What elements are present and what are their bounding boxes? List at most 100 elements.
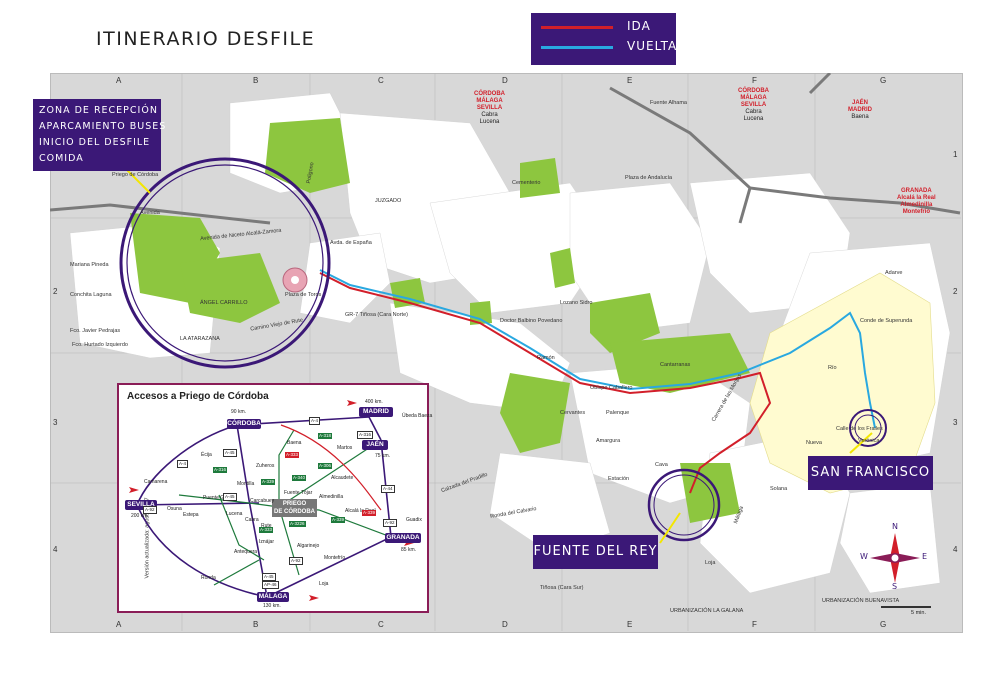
compass-south: S bbox=[892, 582, 898, 591]
fuente-pointer bbox=[659, 512, 681, 544]
inset-city-jaen: JAÉN bbox=[362, 440, 388, 450]
street-label: Amargura bbox=[596, 438, 621, 444]
inset-red-road-label: A-333 bbox=[285, 452, 300, 458]
grid-col-label: F bbox=[752, 76, 757, 85]
legend-vuelta-line bbox=[541, 46, 613, 49]
inset-road-label: A-44 bbox=[381, 485, 395, 493]
access-inset-map: Accesos a Priego de Córdoba Versión actu… bbox=[117, 383, 433, 613]
inset-road-label: AP-46 bbox=[262, 581, 279, 589]
inset-city-sevilla: SEVILLA bbox=[125, 500, 157, 510]
grid-col-label: D bbox=[502, 76, 508, 85]
street-label: Fco. Javier Pedrajas bbox=[70, 328, 121, 334]
inset-town: Alcaudete bbox=[331, 475, 354, 481]
town-map bbox=[50, 73, 961, 631]
inset-distance: 85 km. bbox=[401, 547, 417, 553]
san-francisco-circle bbox=[849, 409, 887, 447]
street-label: Solana bbox=[770, 486, 788, 492]
street-label: Fco. Hurtado Izquierdo bbox=[72, 342, 128, 348]
inset-road-label: A-92 bbox=[143, 506, 157, 514]
walking-scale: 5 min. bbox=[881, 606, 937, 618]
street-label: Río bbox=[828, 365, 837, 371]
street-label: Cantarranas bbox=[660, 362, 691, 368]
inset-town: Guadix bbox=[406, 517, 422, 523]
reception-zone-callout: ZONA DE RECEPCIÓN APARCAMIENTO BUSES INI… bbox=[33, 99, 167, 171]
main-roads bbox=[50, 73, 961, 225]
street-label: Avenida bbox=[140, 210, 160, 216]
inset-town: Antequera bbox=[234, 549, 258, 555]
grid-col-label: F bbox=[752, 620, 757, 629]
street-label: Mariana Pineda bbox=[70, 262, 109, 268]
grid-row-label: 4 bbox=[53, 545, 58, 554]
inset-red-road-label: A-339 bbox=[362, 510, 377, 516]
grid-row-label: 3 bbox=[53, 418, 58, 427]
street-label: Palenque bbox=[606, 410, 630, 416]
destination-label-west: CÓRDOBA MÁLAGA SEVILLA Cabra Lucena bbox=[474, 91, 505, 125]
callout-line: APARCAMIENTO BUSES bbox=[39, 121, 167, 132]
inset-distance: 130 km. bbox=[263, 603, 281, 609]
inset-city-cordoba: CÓRDOBA bbox=[227, 419, 261, 429]
grid-row-label: 4 bbox=[953, 545, 958, 554]
street-label: Avda. de España bbox=[330, 240, 372, 246]
bullring-center bbox=[291, 276, 299, 284]
legend-ida-line bbox=[541, 26, 613, 29]
inset-town: Martos bbox=[337, 445, 353, 451]
street-label: Priego de Córdoba bbox=[112, 172, 159, 178]
inset-town: Alcalá la Real bbox=[345, 508, 376, 514]
scale-bar bbox=[881, 606, 931, 608]
compass-west: W bbox=[860, 552, 868, 561]
grid-col-label: E bbox=[627, 620, 633, 629]
inset-priego-marker: PRIEGO DE CÓRDOBA bbox=[272, 499, 318, 517]
legend-vuelta-label: VUELTA bbox=[627, 39, 678, 53]
street-label: URBANIZACIÓN LA GALANA bbox=[670, 608, 744, 614]
grid-col-label: D bbox=[502, 620, 508, 629]
inset-town: Ronda bbox=[201, 575, 216, 581]
inset-town: Rute bbox=[261, 523, 272, 529]
legend-ida-label: IDA bbox=[627, 19, 651, 33]
inset-town: Algarinejo bbox=[297, 543, 320, 549]
inset-town: Lucena bbox=[226, 511, 243, 517]
street-label: Cervantes bbox=[560, 410, 586, 416]
inset-road-label: A-4 bbox=[309, 417, 321, 425]
street-label: Plaza de Andalucía bbox=[625, 175, 673, 181]
street-label: Nueva bbox=[806, 440, 822, 446]
inset-regional-road-label: A-316 bbox=[213, 467, 228, 473]
grid-col-label: A bbox=[116, 620, 122, 629]
callout-line: ZONA DE RECEPCIÓN bbox=[39, 105, 158, 116]
street-label: Loja bbox=[705, 560, 716, 566]
route-legend: IDA VUELTA bbox=[531, 13, 676, 65]
fuente-del-rey-callout: FUENTE DEL REY bbox=[533, 535, 658, 569]
inset-town: Carcabuey bbox=[250, 498, 275, 504]
inset-title: Accesos a Priego de Córdoba bbox=[127, 391, 269, 402]
inset-regional-road-label: A-339 bbox=[261, 479, 276, 485]
fuente-del-rey-circle bbox=[647, 468, 721, 542]
street-label: Adarve bbox=[885, 270, 903, 276]
inset-town: Iznájar bbox=[259, 539, 275, 545]
inset-town: Osuna bbox=[167, 506, 182, 512]
inset-town: Cabra bbox=[245, 517, 259, 523]
grid-row-label: 2 bbox=[53, 287, 58, 296]
inset-distance: 200 km. bbox=[131, 513, 149, 519]
inset-town: Estepa bbox=[183, 512, 199, 518]
inset-town: Loja bbox=[319, 581, 329, 587]
san-francisco-circle-inner bbox=[854, 414, 882, 442]
callout-line: COMIDA bbox=[39, 153, 84, 164]
legend-vuelta: VUELTA bbox=[541, 37, 676, 57]
inset-red-road bbox=[280, 424, 382, 511]
street-label: LA ATARAZANA bbox=[180, 336, 220, 342]
inset-city-madrid: MADRID bbox=[359, 407, 393, 417]
inset-town: Zuheros bbox=[256, 463, 275, 469]
inset-regional-road-label: A-340 bbox=[292, 475, 307, 481]
street-label: Doctor Balbino Povedano bbox=[500, 318, 563, 324]
inset-road-label: A-92 bbox=[289, 557, 303, 565]
destination-label-granada: GRANADA Alcalá la Real Almedinilla Monte… bbox=[897, 188, 936, 215]
inset-regional-road-label: A-333 bbox=[259, 527, 274, 533]
grid-col-label: A bbox=[116, 76, 122, 85]
inset-town: Almedinilla bbox=[319, 494, 344, 500]
inset-town: Fuente Tójar bbox=[284, 490, 313, 496]
inset-town: Úbeda Baeza bbox=[402, 413, 433, 419]
grid-row-label: 1 bbox=[953, 150, 958, 159]
street-label: Calle de los Frailes bbox=[836, 426, 883, 432]
inset-road-label: A-92 bbox=[383, 519, 397, 527]
street-label: Cementerio bbox=[512, 180, 541, 186]
fuente-del-rey-circle-inner bbox=[653, 474, 715, 536]
